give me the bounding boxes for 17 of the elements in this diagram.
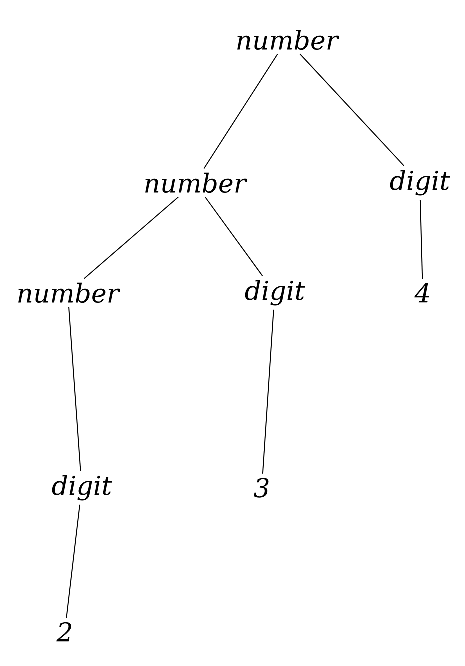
tree-branch: [204, 196, 264, 277]
tree-label: digit: [245, 280, 306, 306]
tree-branch: [420, 199, 424, 280]
tree-label: 2: [56, 622, 72, 642]
tree-label: number: [18, 282, 121, 304]
tree-branch: [66, 504, 80, 619]
tree-label: 3: [254, 478, 269, 498]
tree-branch: [204, 54, 278, 170]
tree-label: digit: [390, 170, 450, 196]
tree-label: number: [146, 172, 248, 194]
tree-branch: [68, 306, 82, 472]
tree-label: digit: [52, 475, 112, 501]
tree-branch: [262, 309, 274, 474]
tree-label: 4: [414, 283, 430, 303]
tree-branch: [300, 54, 405, 167]
tree-label: number: [238, 30, 340, 50]
tree-branch: [84, 196, 180, 280]
